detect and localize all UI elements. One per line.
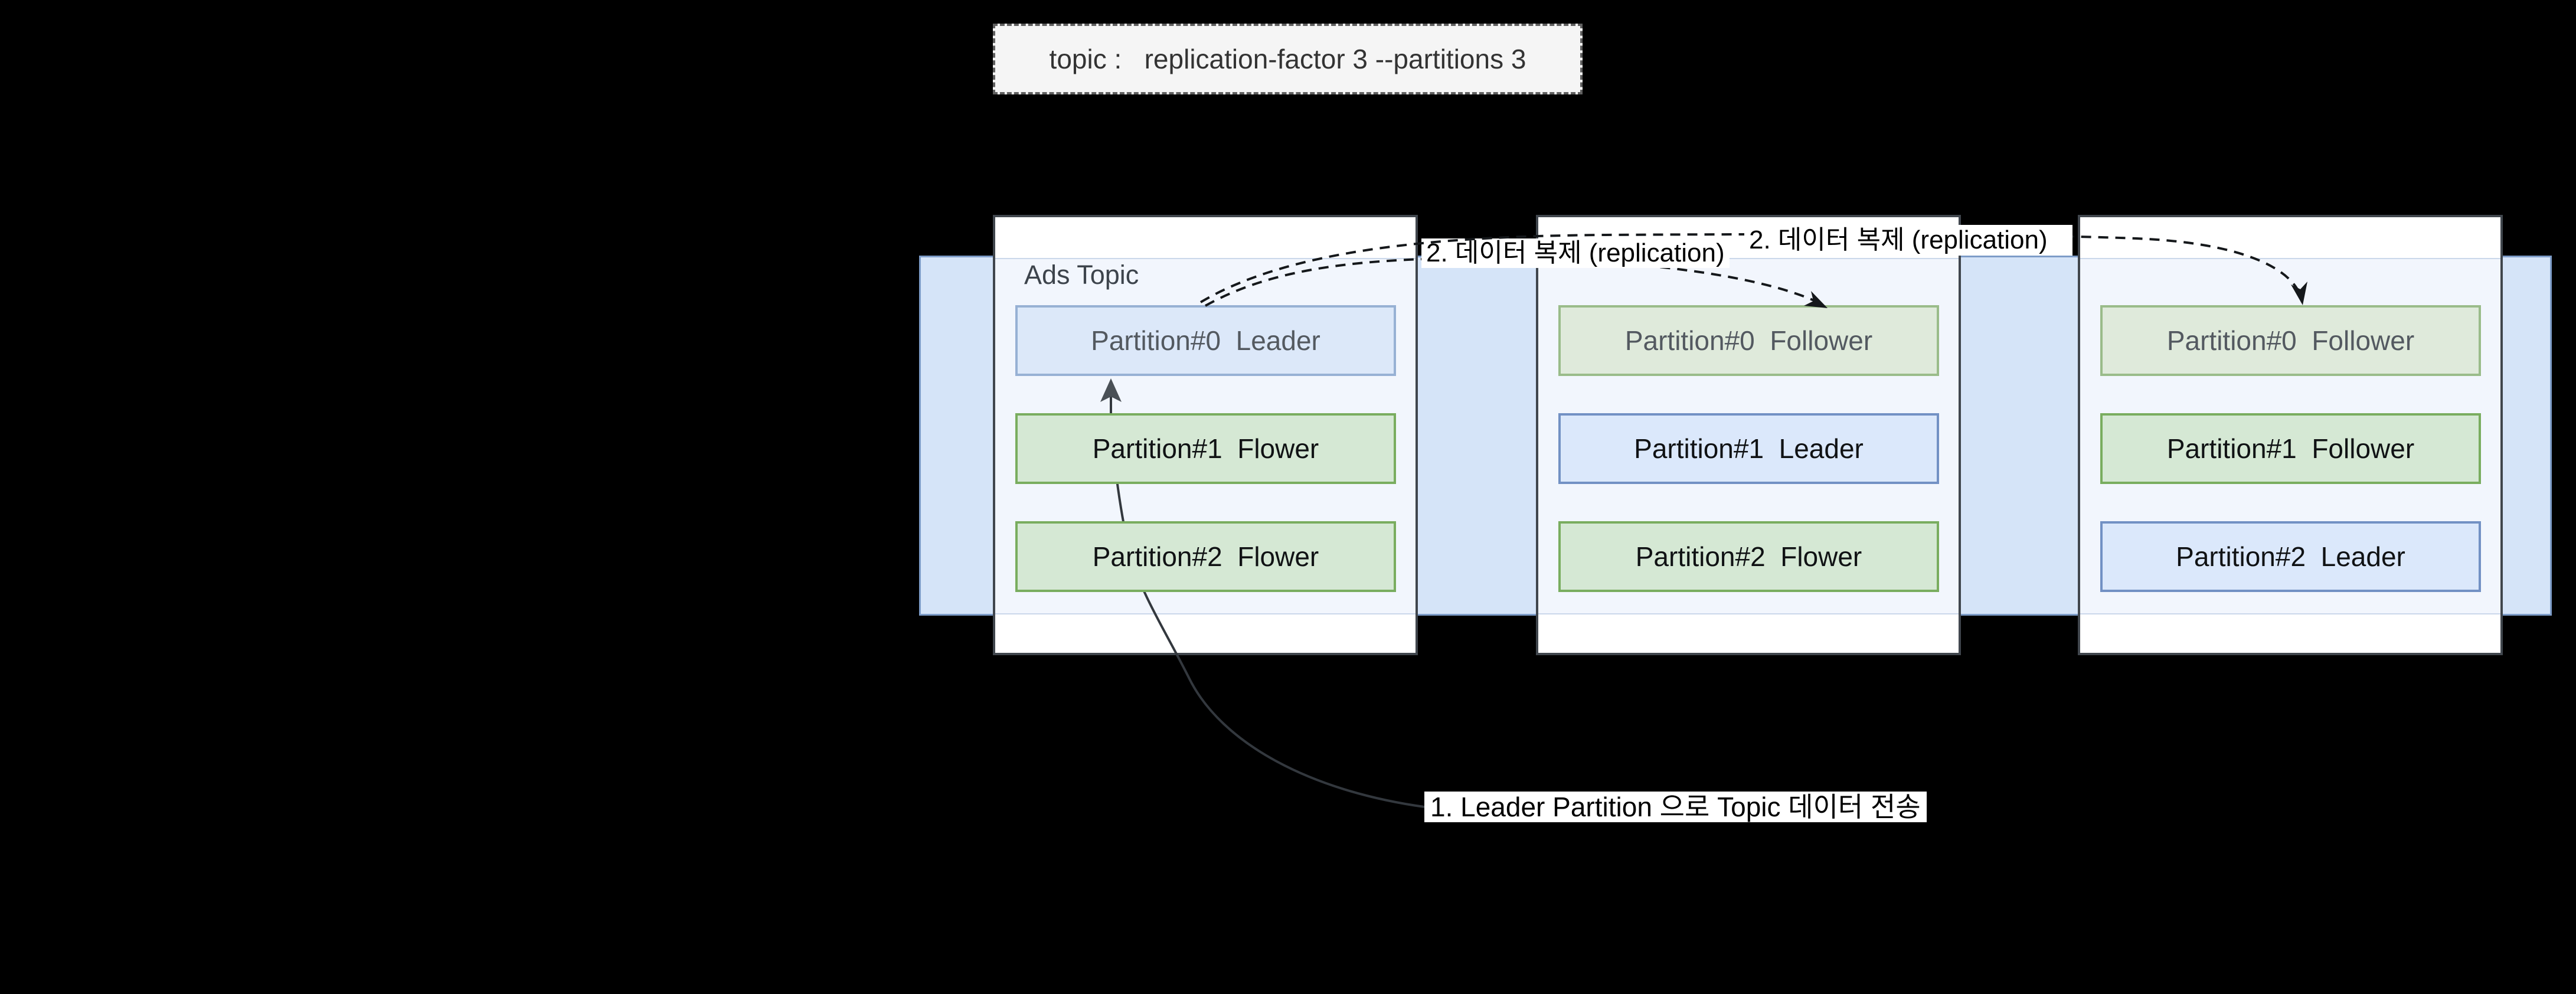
send-label: 1. Leader Partition 으로 Topic 데이터 전송 bbox=[1424, 792, 1927, 822]
broker1-partition1: Partition#1 Flower bbox=[1015, 413, 1396, 484]
broker2-partition2: Partition#2 Flower bbox=[1558, 521, 1939, 592]
broker3-partition2: Partition#2 Leader bbox=[2100, 521, 2481, 592]
broker2-partition1: Partition#1 Leader bbox=[1558, 413, 1939, 484]
ads-topic-label: Ads Topic bbox=[1024, 260, 1139, 290]
replication-label-1: 2. 데이터 복제 (replication) bbox=[1421, 238, 1730, 268]
broker1-partition2: Partition#2 Flower bbox=[1015, 521, 1396, 592]
broker2-partition0: Partition#0 Follower bbox=[1558, 305, 1939, 376]
topic-config-box: topic : replication-factor 3 --partition… bbox=[993, 24, 1583, 94]
replication-label-2: 2. 데이터 복제 (replication) bbox=[1744, 225, 2072, 256]
broker3-partition1: Partition#1 Follower bbox=[2100, 413, 2481, 484]
broker1-partition0: Partition#0 Leader bbox=[1015, 305, 1396, 376]
broker3-partition0: Partition#0 Follower bbox=[2100, 305, 2481, 376]
